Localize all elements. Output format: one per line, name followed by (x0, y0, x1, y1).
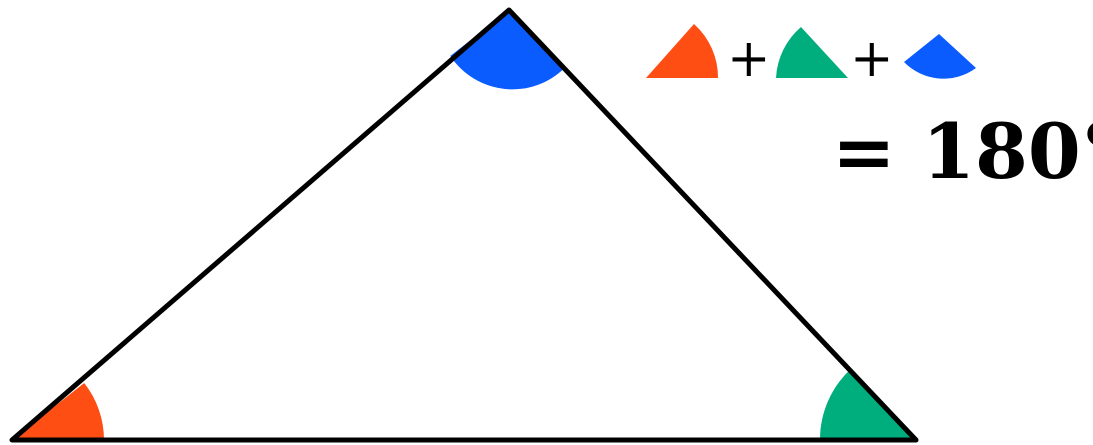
equation-angle-symbol-top (904, 34, 976, 79)
angle-wedge-bottom-right (819, 369, 916, 440)
triangle-outline (9, 7, 919, 443)
equation-plus-sign: + (727, 29, 771, 89)
angle-wedge-top (450, 10, 566, 90)
angle-wedge-bottom-left (12, 383, 104, 440)
equation-plus-sign: + (850, 29, 894, 89)
equation-angle-symbol-bottom-left (646, 24, 719, 78)
equation-result: = 180° (832, 107, 1093, 196)
equation-angle-symbol-bottom-right (776, 27, 848, 78)
